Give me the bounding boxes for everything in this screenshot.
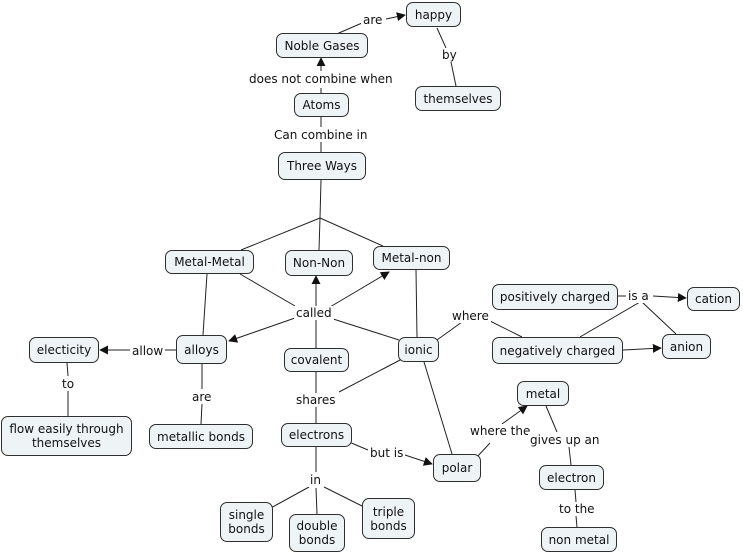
edge-metal-metal-called bbox=[239, 273, 296, 307]
concept-metallic-bonds[interactable]: metallic bonds bbox=[149, 424, 253, 449]
link-are: are bbox=[361, 13, 385, 27]
edge-metal-gives-up bbox=[545, 405, 558, 433]
link-where: where bbox=[450, 309, 491, 323]
concept-triple-bonds[interactable]: triple bonds bbox=[362, 498, 415, 539]
edge-ionic-where bbox=[436, 321, 463, 341]
edge-ionic-called bbox=[329, 317, 400, 341]
concept-polar[interactable]: polar bbox=[433, 454, 481, 482]
edge-called-metal-non bbox=[329, 271, 390, 308]
edge-to-the-non-metal bbox=[575, 515, 578, 528]
concept-electicity[interactable]: electicity bbox=[29, 337, 99, 363]
edge-by-themselves bbox=[450, 61, 457, 87]
edge-is-a-negatively bbox=[579, 301, 641, 338]
concept-metal[interactable]: metal bbox=[517, 381, 569, 406]
concept-happy[interactable]: happy bbox=[406, 2, 461, 27]
concept-cation[interactable]: cation bbox=[687, 287, 740, 311]
concept-electron[interactable]: electron bbox=[539, 465, 604, 490]
concept-double-bonds[interactable]: double bonds bbox=[289, 514, 345, 552]
edge-hub-metal-non bbox=[319, 217, 384, 247]
link-can-combine-in: Can combine in bbox=[272, 128, 370, 142]
concept-positively-charged[interactable]: positively charged bbox=[492, 284, 618, 310]
concept-flow-easily[interactable]: flow easily through themselves bbox=[1, 416, 132, 456]
edge-called-alloys bbox=[228, 317, 296, 343]
concept-anion[interactable]: anion bbox=[662, 334, 711, 359]
link-by: by bbox=[440, 48, 459, 62]
edge-electron-to-the bbox=[574, 489, 577, 503]
edge-metal-metal-alloys bbox=[202, 273, 208, 336]
concept-ionic[interactable]: ionic bbox=[398, 337, 439, 362]
edge-metal-non-ionic bbox=[415, 269, 418, 338]
concept-noble-gases[interactable]: Noble Gases bbox=[276, 33, 368, 58]
edge-is-a-anion bbox=[641, 301, 677, 335]
concept-metal-non[interactable]: Metal-non bbox=[373, 246, 450, 270]
concept-non-metal[interactable]: non metal bbox=[541, 527, 617, 552]
link-to-the: to the bbox=[557, 502, 597, 516]
link-gives-up-an: gives up an bbox=[528, 433, 602, 447]
link-allow: allow bbox=[130, 344, 166, 358]
concept-atoms[interactable]: Atoms bbox=[294, 93, 349, 117]
edge-in-single bbox=[268, 486, 310, 510]
concept-negatively-charged[interactable]: negatively charged bbox=[492, 337, 623, 364]
link-is-a: is a bbox=[626, 289, 651, 303]
edge-three-ways-hub bbox=[319, 179, 322, 219]
edge-hub-non-non bbox=[318, 217, 321, 251]
concept-metal-metal[interactable]: Metal-Metal bbox=[165, 250, 254, 274]
concept-covalent[interactable]: covalent bbox=[284, 348, 349, 372]
edge-gives-up-electron bbox=[568, 446, 572, 466]
edge-in-double bbox=[315, 487, 318, 515]
edge-hub-metal-metal bbox=[240, 217, 321, 251]
edge-happy-by bbox=[436, 27, 447, 49]
link-to: to bbox=[60, 377, 77, 391]
link-where-the: where the bbox=[468, 424, 533, 438]
edge-where-negatively bbox=[487, 319, 523, 338]
concept-three-ways[interactable]: Three Ways bbox=[278, 152, 366, 180]
edge-are-happy bbox=[385, 12, 406, 22]
edge-in-triple bbox=[323, 486, 363, 507]
concept-non-non[interactable]: Non-Non bbox=[285, 250, 353, 276]
edge-are-metallic bbox=[200, 403, 203, 425]
link-called: called bbox=[294, 306, 334, 320]
link-are-metallic: are bbox=[190, 390, 214, 404]
edge-is-a-cation bbox=[652, 293, 687, 303]
edge-negatively-anion bbox=[622, 343, 662, 353]
edge-ionic-polar bbox=[423, 361, 453, 455]
edge-electrons-but-is bbox=[348, 441, 369, 451]
edge-where-the-metal bbox=[501, 405, 528, 425]
link-in: in bbox=[308, 473, 323, 487]
concept-single-bonds[interactable]: single bonds bbox=[220, 502, 273, 542]
link-does-not-combine-when: does not combine when bbox=[247, 72, 395, 86]
link-shares: shares bbox=[294, 393, 338, 407]
concept-themselves[interactable]: themselves bbox=[415, 86, 501, 111]
concept-alloys[interactable]: alloys bbox=[176, 335, 227, 364]
concept-electrons[interactable]: electrons bbox=[281, 423, 352, 447]
link-but-is: but is bbox=[368, 446, 406, 460]
edge-electicity-to bbox=[66, 362, 69, 377]
edge-ionic-shares bbox=[338, 358, 403, 393]
edge-but-is-polar bbox=[404, 454, 433, 466]
